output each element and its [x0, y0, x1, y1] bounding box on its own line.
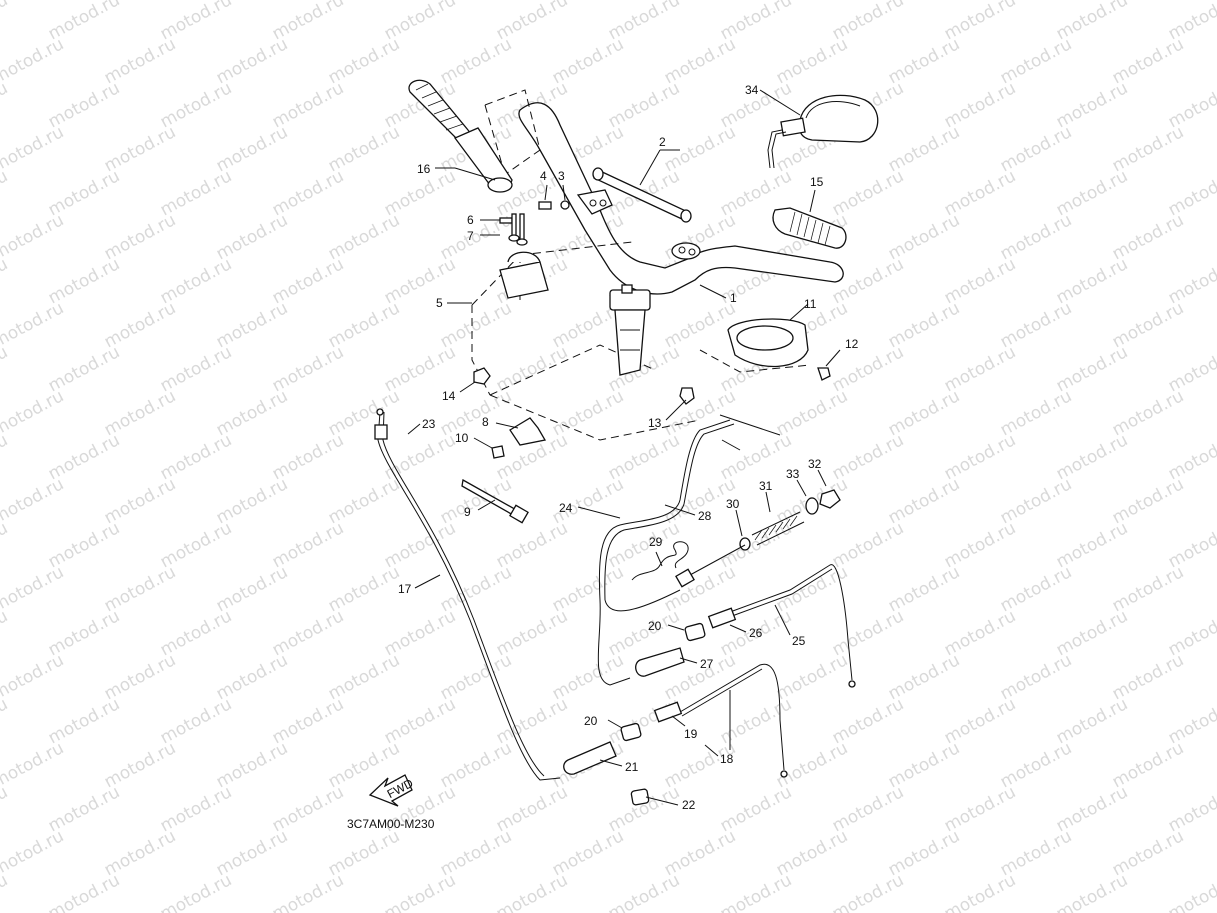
watermark-text: motod.ru [829, 870, 907, 913]
watermark-text: motod.ru [0, 254, 11, 308]
watermark-text: motod.ru [0, 430, 11, 484]
callout-29: 29 [649, 535, 663, 549]
callout-26: 26 [749, 626, 763, 640]
callout-16: 16 [417, 162, 431, 176]
watermark-text: motod.ru [269, 870, 347, 913]
callout-23: 23 [422, 417, 436, 431]
callout-5: 5 [436, 296, 443, 310]
watermark-text: motod.ru [0, 342, 11, 396]
left-grip [408, 79, 541, 193]
fwd-label: FWD [385, 776, 416, 801]
diagram-code: 3C7AM00-M230 [347, 817, 435, 831]
watermark-text: motod.ru [0, 386, 67, 440]
bracket [509, 417, 547, 446]
callout-21: 21 [625, 760, 639, 774]
watermark-text: motod.ru [0, 210, 67, 264]
watermark-text: motod.ru [0, 826, 67, 880]
watermark-text: motod.ru [0, 518, 11, 572]
watermark-text: motod.ru [0, 474, 67, 528]
watermark-text: motod.ru [0, 870, 11, 913]
callout-15: 15 [810, 175, 824, 189]
callout-8: 8 [482, 415, 489, 429]
fwd-arrow: FWD [368, 774, 416, 807]
watermark-text: motod.ru [1053, 870, 1131, 913]
callout-25: 25 [792, 634, 806, 648]
watermark-text: motod.ru [941, 870, 1019, 913]
watermark-text: motod.ru [0, 78, 11, 132]
watermark-text: motod.ru [157, 870, 235, 913]
watermark-text: motod.ru [381, 870, 459, 913]
callout-labels: 1 2 3 4 5 6 7 8 9 10 11 12 13 14 15 16 1… [398, 83, 859, 812]
cable-band [461, 478, 529, 524]
watermark-text: motod.ru [0, 738, 67, 792]
callout-4: 4 [540, 169, 547, 183]
watermark-text: motod.ru [0, 298, 67, 352]
callout-22: 22 [682, 798, 696, 812]
right-grip [772, 207, 847, 249]
leader-lines [407, 89, 841, 806]
callout-18: 18 [720, 752, 734, 766]
callout-11: 11 [804, 297, 817, 311]
callout-7: 7 [467, 229, 474, 243]
cable-24-28 [597, 414, 781, 686]
switch-cover [699, 318, 811, 373]
watermark-text: motod.ru [493, 870, 571, 913]
spring-29 [631, 541, 689, 581]
watermark-text: motod.ru [717, 870, 795, 913]
callout-19: 19 [684, 727, 698, 741]
watermark-text: motod.ru [0, 650, 67, 704]
callout-12: 12 [845, 337, 859, 351]
callout-31: 31 [759, 479, 773, 493]
callout-14: 14 [442, 389, 456, 403]
watermark-text: motod.ru [0, 782, 11, 836]
watermark-text: motod.ru [0, 694, 11, 748]
watermark-text: motod.ru [0, 34, 67, 88]
callout-28: 28 [698, 509, 712, 523]
watermark-text: motod.ru [0, 0, 11, 44]
cable-25 [707, 564, 856, 688]
handlebar-brace [576, 167, 692, 223]
watermark-text: motod.ru [1165, 870, 1217, 913]
callout-13: 13 [648, 416, 662, 430]
callout-3: 3 [558, 169, 565, 183]
watermark-text: motod.ru [0, 606, 11, 660]
callout-34: 34 [745, 83, 759, 97]
watermark-text: motod.ru [0, 122, 67, 176]
watermark-text: motod.ru [0, 166, 11, 220]
callout-20a: 20 [648, 619, 662, 633]
sleeves [563, 622, 706, 806]
callout-32: 32 [808, 457, 822, 471]
callout-6: 6 [467, 213, 474, 227]
callout-9: 9 [464, 505, 471, 519]
hardware [473, 200, 831, 459]
callout-24: 24 [559, 501, 573, 515]
callout-27: 27 [700, 657, 714, 671]
callout-2: 2 [659, 135, 666, 149]
callout-1: 1 [730, 291, 737, 305]
callout-30: 30 [726, 497, 740, 511]
callout-33: 33 [786, 467, 800, 481]
watermark-text: motod.ru [0, 562, 67, 616]
callout-10: 10 [455, 431, 469, 445]
cable-18 [653, 663, 788, 778]
cable-17 [374, 408, 561, 781]
spring-assembly [675, 489, 841, 588]
callout-17: 17 [398, 582, 412, 596]
callout-20b: 20 [584, 714, 598, 728]
watermark-text: motod.ru [45, 870, 123, 913]
handlebar-holder [471, 241, 701, 441]
watermark-text: motod.ru [605, 870, 683, 913]
mirror [767, 94, 879, 169]
